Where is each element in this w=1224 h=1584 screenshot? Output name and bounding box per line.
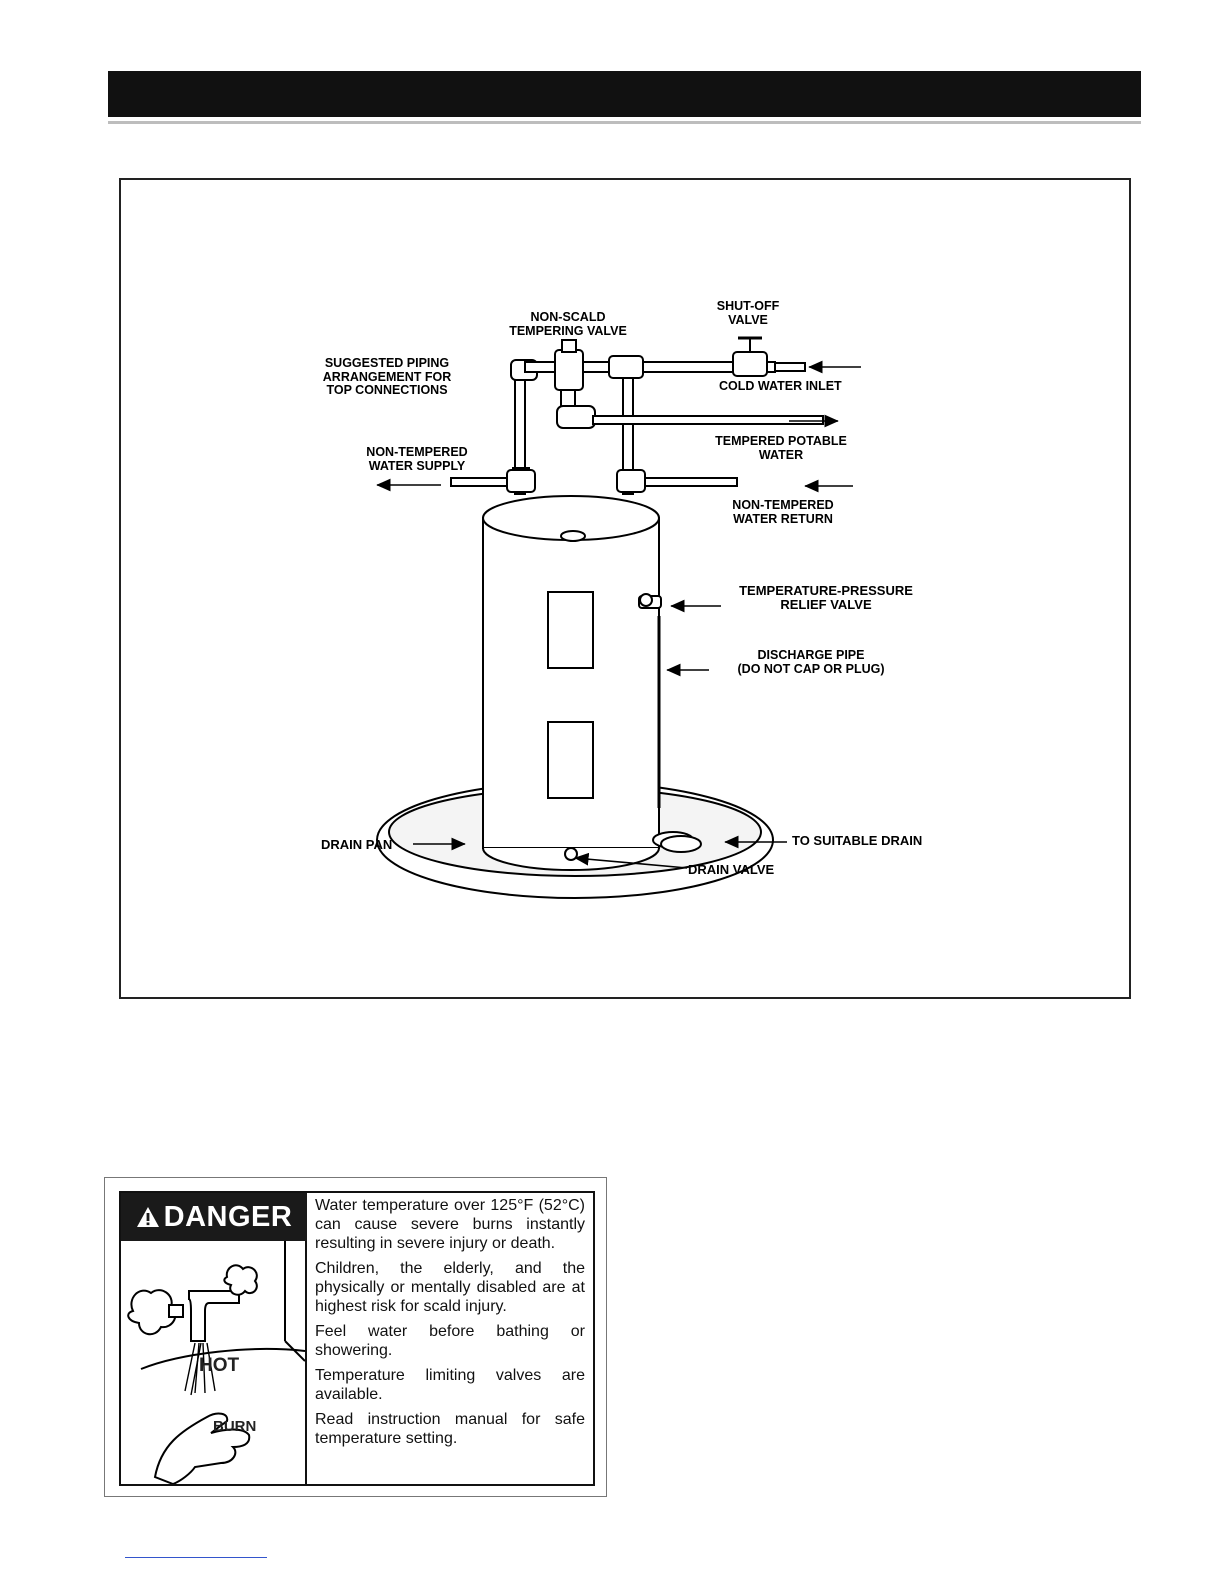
label-shut-off-valve: SHUT-OFF VALVE [716, 299, 780, 327]
label-drain-valve: DRAIN VALVE [688, 862, 775, 877]
label-suggested-piping: SUGGESTED PIPING ARRANGEMENT FOR TOP CON… [322, 356, 452, 397]
label-tp-relief-valve: TEMPERATURE-PRESSURE RELIEF VALVE [739, 583, 913, 612]
hot-water-burn-icon: HOT BURN [127, 1241, 306, 1486]
label-to-suitable-drain: TO SUITABLE DRAIN [792, 833, 923, 848]
danger-paragraph-5: Read instruction manual for safe tempera… [315, 1411, 585, 1447]
label-discharge-pipe: DISCHARGE PIPE (DO NOT CAP OR PLUG) [737, 648, 885, 676]
danger-header: DANGER [121, 1193, 307, 1241]
section-header-bar [108, 71, 1141, 117]
danger-label: DANGER HOT BURN [119, 1191, 595, 1486]
shut-off-valve-body [732, 351, 768, 377]
danger-message: Water temperature over 125°F (52°C) can … [315, 1196, 585, 1454]
lower-access-panel [547, 721, 594, 799]
tempering-valve-body [554, 349, 584, 391]
scald-pictogram: HOT BURN [121, 1241, 307, 1486]
footer-link-underline [125, 1557, 267, 1558]
label-non-tempered-supply: NON-TEMPERED WATER SUPPLY [366, 445, 468, 473]
label-cold-water-inlet: COLD WATER INLET [719, 379, 842, 393]
danger-paragraph-3: Feel water before bathing or showering. [315, 1323, 585, 1359]
left-tee-fitting [506, 469, 536, 493]
danger-label-outer: DANGER HOT BURN [104, 1177, 607, 1497]
danger-paragraph-1: Water temperature over 125°F (52°C) can … [315, 1197, 585, 1252]
label-non-tempered-return: NON-TEMPERED WATER RETURN [732, 498, 834, 526]
warning-triangle-icon [136, 1207, 159, 1227]
label-drain-pan: DRAIN PAN [321, 837, 393, 852]
danger-paragraph-2: Children, the elderly, and the physicall… [315, 1260, 585, 1315]
danger-paragraph-4: Temperature limiting valves are availabl… [315, 1367, 585, 1403]
label-non-scald-valve: NON-SCALD TEMPERING VALVE [509, 310, 627, 338]
label-tempered-potable-water: TEMPERED POTABLE WATER [715, 434, 847, 462]
header-rule [108, 121, 1141, 124]
pictogram-hot-text: HOT [199, 1355, 240, 1376]
upper-access-panel [547, 591, 594, 669]
piping-diagram-frame: NON-SCALD TEMPERING VALVE SHUT-OFF VALVE… [119, 178, 1131, 999]
danger-signal-word: DANGER [163, 1200, 293, 1233]
right-tee-fitting [616, 469, 646, 493]
water-heater-illustration [376, 336, 861, 899]
pictogram-burn-text: BURN [213, 1418, 256, 1435]
